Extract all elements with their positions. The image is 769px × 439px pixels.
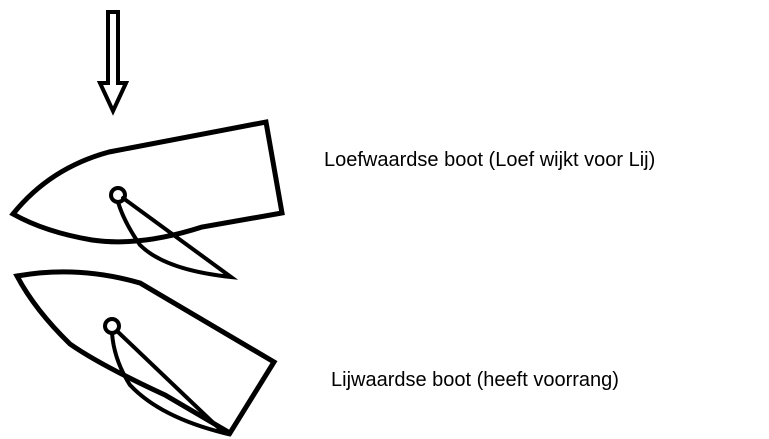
windward-boat-hull [9,119,285,245]
leeward-boat-sail [110,329,231,437]
leeward-boat [13,269,278,437]
wind-arrow-icon [96,10,130,116]
windward-boat-label: Loefwaardse boot (Loef wijkt voor Lij) [324,149,656,171]
windward-boat-sail [116,196,239,280]
leeward-boat-hull [13,269,278,437]
windward-boat [9,119,285,280]
leeward-boat-label: Lijwaardse boot (heeft voorrang) [331,369,619,391]
